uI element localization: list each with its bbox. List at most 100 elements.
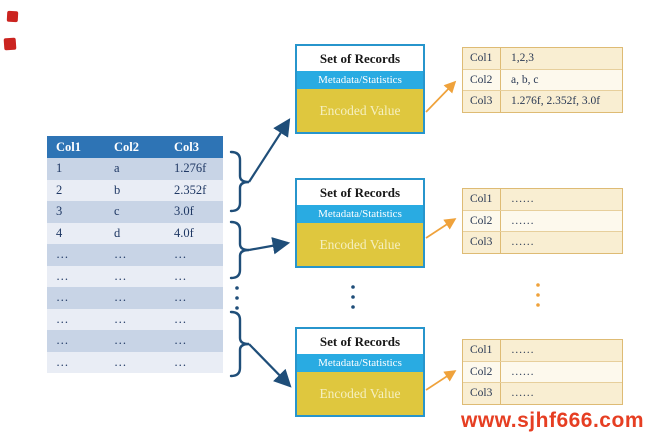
table-row: … … … — [47, 244, 223, 266]
detail-row: Col1 1,2,3 — [463, 48, 622, 69]
ellipsis-dots-detail-tables — [536, 283, 540, 307]
record-group-box-2: Set of Records Metadata/Statistics Encod… — [295, 178, 425, 268]
detail-table-2: Col1 …… Col2 …… Col3 …… — [462, 188, 623, 254]
table-cell: … — [114, 268, 127, 283]
table-cell: … — [174, 247, 187, 261]
brace-rows-4-6 — [229, 220, 250, 280]
brace-rows-last — [229, 310, 250, 378]
table-cell: a — [114, 161, 120, 175]
column-header-col3: Col3 — [174, 140, 199, 154]
table-cell: … — [174, 333, 187, 347]
detail-label: Col2 — [463, 361, 501, 382]
detail-row: Col3 …… — [463, 382, 622, 404]
source-table: Col1 Col2 Col3 1 a 1.276f 2 b 2.352f 3 c… — [47, 136, 223, 373]
arrow-group1-to-detail-1 — [425, 80, 457, 113]
arrow-group3-to-detail-3 — [425, 370, 457, 391]
table-cell: d — [114, 225, 121, 240]
table-cell: … — [56, 333, 69, 347]
column-header-col1: Col1 — [56, 140, 81, 154]
detail-label: Col3 — [463, 91, 501, 112]
table-cell: 2 — [56, 182, 63, 197]
detail-row: Col1 …… — [463, 340, 622, 361]
ellipsis-dots-record-groups — [351, 285, 355, 309]
encoded-value-block: Encoded Value — [297, 89, 423, 132]
table-cell: … — [114, 354, 127, 369]
ellipsis-dots-braces — [235, 286, 239, 310]
detail-value: …… — [511, 344, 534, 356]
table-row: … … … — [47, 308, 223, 330]
detail-label: Col2 — [463, 69, 501, 90]
detail-row: Col1 …… — [463, 189, 622, 210]
table-row: 4 d 4.0f — [47, 222, 223, 244]
table-cell: … — [56, 354, 69, 369]
table-cell: c — [114, 204, 120, 218]
detail-value: …… — [511, 236, 534, 248]
arrow-to-record-group-3 — [248, 343, 292, 388]
encoded-value-block: Encoded Value — [297, 223, 423, 266]
set-of-records-label: Set of Records — [297, 329, 423, 354]
table-cell: 1.276f — [174, 161, 207, 175]
detail-row: Col2 a, b, c — [463, 68, 622, 90]
table-cell: … — [114, 290, 127, 304]
table-cell: 3.0f — [174, 204, 194, 218]
arrow-to-record-group-2 — [248, 237, 291, 255]
detail-value: 1,2,3 — [511, 52, 534, 64]
detail-value: a, b, c — [511, 73, 539, 86]
table-cell: 3 — [56, 204, 63, 218]
detail-value: 1.276f, 2.352f, 3.0f — [511, 95, 601, 107]
table-cell: … — [114, 311, 127, 326]
table-cell: 1 — [56, 161, 63, 175]
metadata-statistics-band: Metadata/Statistics — [297, 354, 423, 372]
table-cell: … — [174, 354, 187, 369]
table-row: 2 b 2.352f — [47, 179, 223, 201]
detail-label: Col3 — [463, 232, 501, 253]
table-row: … … … — [47, 265, 223, 287]
metadata-statistics-band: Metadata/Statistics — [297, 205, 423, 223]
table-cell: … — [114, 247, 127, 261]
set-of-records-label: Set of Records — [297, 180, 423, 205]
arrow-group2-to-detail-2 — [425, 218, 457, 239]
detail-row: Col2 …… — [463, 360, 622, 382]
table-cell: … — [56, 311, 69, 326]
table-cell: 4.0f — [174, 225, 194, 240]
detail-value: …… — [511, 387, 534, 399]
table-cell: 4 — [56, 225, 63, 240]
red-smudge-mark-1 — [6, 10, 19, 23]
table-cell: 2.352f — [174, 182, 207, 197]
table-row: … … … — [47, 351, 223, 373]
detail-label: Col1 — [463, 48, 501, 69]
detail-label: Col3 — [463, 383, 501, 404]
detail-value: …… — [511, 193, 534, 205]
record-group-box-1: Set of Records Metadata/Statistics Encod… — [295, 44, 425, 134]
detail-table-1: Col1 1,2,3 Col2 a, b, c Col3 1.276f, 2.3… — [462, 47, 623, 113]
table-cell: … — [56, 268, 69, 283]
detail-label: Col2 — [463, 210, 501, 231]
table-cell: … — [114, 333, 127, 347]
table-cell: … — [174, 311, 187, 326]
detail-row: Col2 …… — [463, 209, 622, 231]
table-cell: b — [114, 182, 121, 197]
table-cell: … — [56, 290, 69, 304]
brace-rows-1-3 — [229, 150, 250, 213]
detail-table-3: Col1 …… Col2 …… Col3 …… — [462, 339, 623, 405]
record-group-box-3: Set of Records Metadata/Statistics Encod… — [295, 327, 425, 417]
detail-value: …… — [511, 214, 534, 227]
encoded-value-block: Encoded Value — [297, 372, 423, 415]
set-of-records-label: Set of Records — [297, 46, 423, 71]
detail-label: Col1 — [463, 189, 501, 210]
table-cell: … — [174, 290, 187, 304]
arrow-to-record-group-1 — [248, 118, 291, 183]
detail-row: Col3 1.276f, 2.352f, 3.0f — [463, 90, 622, 112]
table-row: 1 a 1.276f — [47, 158, 223, 180]
table-row: … … … — [47, 287, 223, 309]
watermark-text: www.sjhf666.com — [461, 409, 644, 432]
table-cell: … — [56, 247, 69, 261]
source-table-header-row: Col1 Col2 Col3 — [47, 136, 223, 158]
table-row: 3 c 3.0f — [47, 201, 223, 223]
detail-value: …… — [511, 365, 534, 378]
detail-label: Col1 — [463, 340, 501, 361]
column-header-col2: Col2 — [114, 140, 139, 154]
metadata-statistics-band: Metadata/Statistics — [297, 71, 423, 89]
table-row: … … … — [47, 330, 223, 352]
